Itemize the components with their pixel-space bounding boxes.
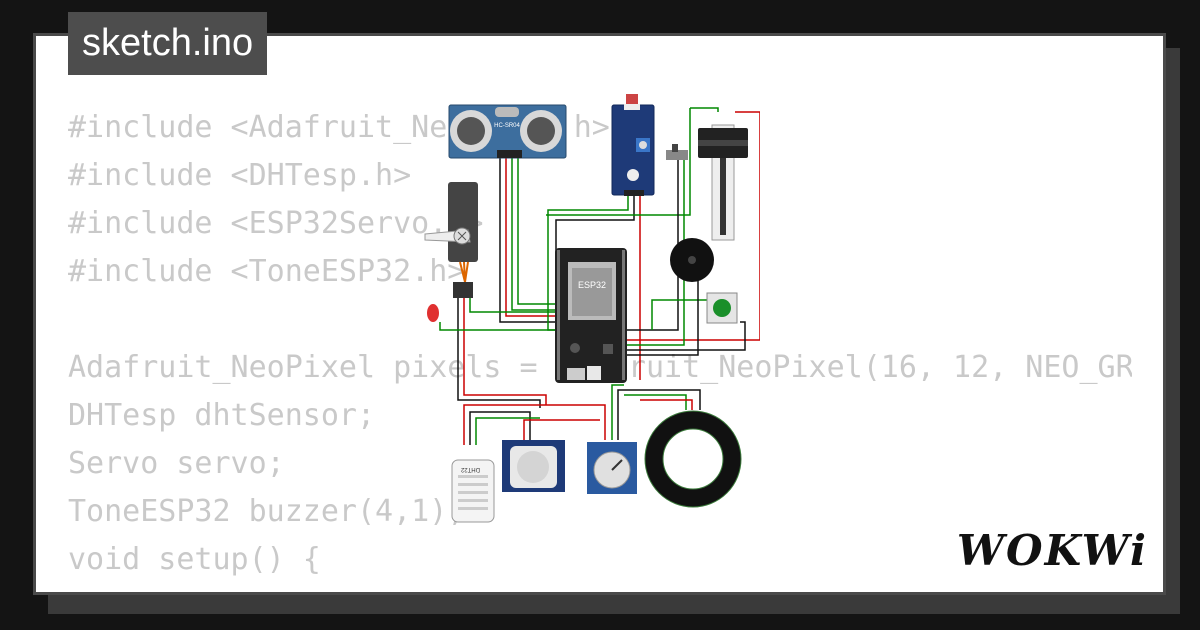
- slide-potentiometer[interactable]: [698, 124, 748, 241]
- dht22-label: DHT22: [460, 466, 480, 472]
- esp32-label: ESP32: [578, 280, 606, 290]
- neopixel-ring[interactable]: [644, 410, 742, 508]
- wires: [439, 107, 760, 445]
- push-button[interactable]: [706, 292, 738, 324]
- code-line: ToneESP32 buzzer(4,1);: [68, 494, 466, 529]
- rotary-potentiometer[interactable]: [587, 442, 637, 494]
- ldr-module[interactable]: [611, 94, 655, 196]
- led[interactable]: [427, 304, 439, 322]
- buzzer[interactable]: [670, 238, 714, 282]
- pir-sensor[interactable]: [502, 440, 565, 492]
- file-name-tab: sketch.ino: [68, 12, 268, 75]
- dht22-sensor[interactable]: DHT22: [451, 459, 495, 523]
- code-line: DHTesp dhtSensor;: [68, 398, 376, 433]
- code-line: Serial.begin(115200);: [68, 584, 1132, 592]
- code-line: #include <DHTesp.h>: [68, 158, 412, 193]
- code-line: void setup() {: [68, 542, 321, 577]
- ultrasonic-sensor[interactable]: HC-SR04: [448, 104, 567, 159]
- brand-logo: WOKWi: [956, 526, 1148, 575]
- servo-motor[interactable]: [424, 182, 478, 298]
- slide-switch[interactable]: [666, 144, 688, 160]
- circuit-diagram: HC-SR04 ESP32: [424, 94, 760, 523]
- code-line: Servo servo;: [68, 446, 285, 481]
- ultrasonic-label: HC-SR04: [494, 123, 520, 129]
- code-line: #include <ToneESP32.h>: [68, 254, 466, 289]
- esp32-board[interactable]: ESP32: [555, 248, 627, 383]
